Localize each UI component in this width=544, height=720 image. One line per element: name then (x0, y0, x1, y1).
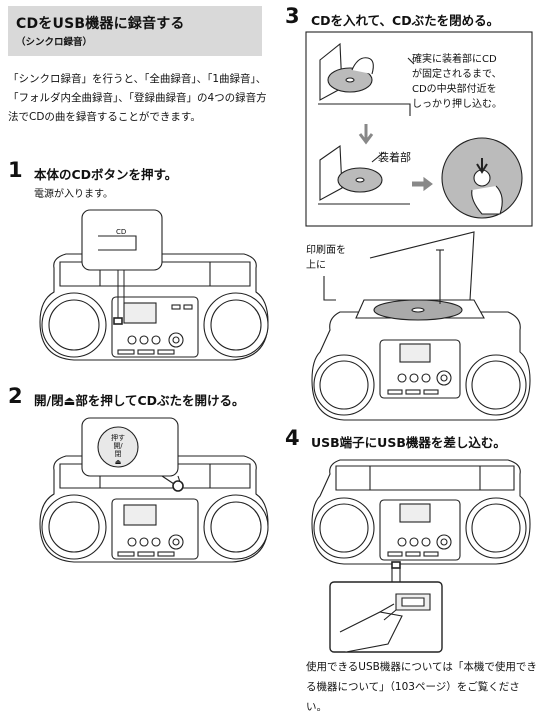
callout-line-3: CDの中央部付近を (412, 84, 497, 95)
page-subtitle: （シンクロ録音） (16, 37, 93, 48)
intro-paragraph: 「シンクロ録音」を行うと、「全曲録音」、「1曲録音」、「フォルダ内全曲録音」、「… (8, 73, 267, 123)
callout-line-1: 確実に装着部にCD (412, 54, 497, 65)
print-side-label: 印刷面を 上に (306, 243, 346, 273)
step-1-number: 1 (8, 158, 23, 182)
usb-footnote: 使用できるUSB機器については「本機で使用できる機器について」（103ページ）を… (306, 661, 537, 713)
cd-button-callout: CD (116, 228, 127, 236)
callout-line-2: 開/閉 (113, 442, 123, 458)
mount-label: 装着部 (378, 151, 411, 164)
section-header (8, 6, 262, 56)
callout-line-3: ⏏ (114, 458, 122, 466)
step-4-text: USB端子にUSB機器を差し込む。 (311, 435, 506, 450)
callout-line-1: 押す (111, 434, 125, 442)
callout-line-2: が固定されるまで、 (412, 69, 502, 80)
print-label-line-1: 印刷面を (306, 245, 346, 256)
page-title: CDをUSB機器に録音する (16, 16, 185, 32)
step-4-number: 4 (285, 426, 300, 450)
step-3-number: 3 (285, 4, 300, 28)
eject-button-callout: 押す 開/閉 ⏏ (110, 434, 126, 466)
step-1-note: 電源が入ります。 (34, 189, 113, 200)
callout-line-4: しっかり押し込む。 (412, 99, 502, 110)
step-2-text: 開/閉⏏部を押してCDぶたを開ける。 (34, 393, 245, 408)
print-label-line-2: 上に (306, 260, 326, 271)
step-1-text: 本体のCDボタンを押す。 (34, 167, 178, 182)
step-3-text: CDを入れて、CDぶたを閉める。 (311, 13, 500, 28)
insert-disc-callout: 確実に装着部にCD が固定されるまで、 CDの中央部付近を しっかり押し込む。 (412, 52, 502, 112)
step-2-number: 2 (8, 384, 23, 408)
